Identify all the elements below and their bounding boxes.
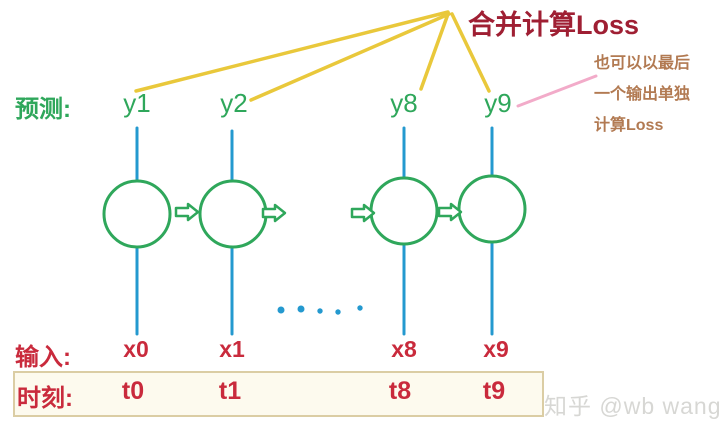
merged-loss-title: 合并计算Loss [468,10,640,40]
arrow-icon-3 [350,203,376,223]
arrow-icon-1 [174,202,200,222]
rnn-cell-circle-1 [102,179,172,249]
loss-line-y8 [419,12,450,91]
zhihu-watermark: 知乎 @wb wang [544,393,720,419]
single-loss-note: 也可以以最后 一个输出单独 计算Loss [594,48,690,141]
time-label-t8: t8 [388,377,412,405]
prediction-row-label: 预测: [15,96,71,123]
time-label-t0: t0 [121,377,145,405]
arrow-icon-2 [261,203,287,223]
loss-line-y9 [450,12,491,93]
loss-line-y1 [134,10,450,93]
time-label-t1: t1 [218,377,242,405]
rnn-cell-circle-3 [369,176,439,246]
time-row-box [13,371,544,417]
prediction-label-y8: y8 [390,88,418,118]
prediction-label-y9: y9 [484,88,512,118]
input-label-x9: x9 [483,336,509,362]
state-arrows [174,202,463,223]
loss-fan-lines [134,10,491,102]
input-label-x0: x0 [123,336,149,362]
rnn-cell-circle-4 [457,174,527,244]
input-label-x8: x8 [391,336,417,362]
io-stems [135,126,494,336]
rnn-cell-circle-2 [198,179,268,249]
ellipsis-dots [277,305,363,315]
time-label-t9: t9 [482,377,506,405]
note-pointer-line [516,74,598,108]
note-line-3: 计算Loss [594,117,664,134]
loss-line-y2 [249,12,451,102]
input-row-label: 输入: [15,344,71,371]
rnn-cells [102,174,527,249]
note-line-1: 也可以以最后 [594,55,691,72]
prediction-label-y2: y2 [220,88,248,118]
arrow-icon-4 [437,202,463,222]
time-row-label: 时刻: [17,385,73,412]
prediction-label-y1: y1 [123,88,151,118]
note-line-2: 一个输出单独 [594,86,691,103]
input-label-x1: x1 [219,336,245,362]
